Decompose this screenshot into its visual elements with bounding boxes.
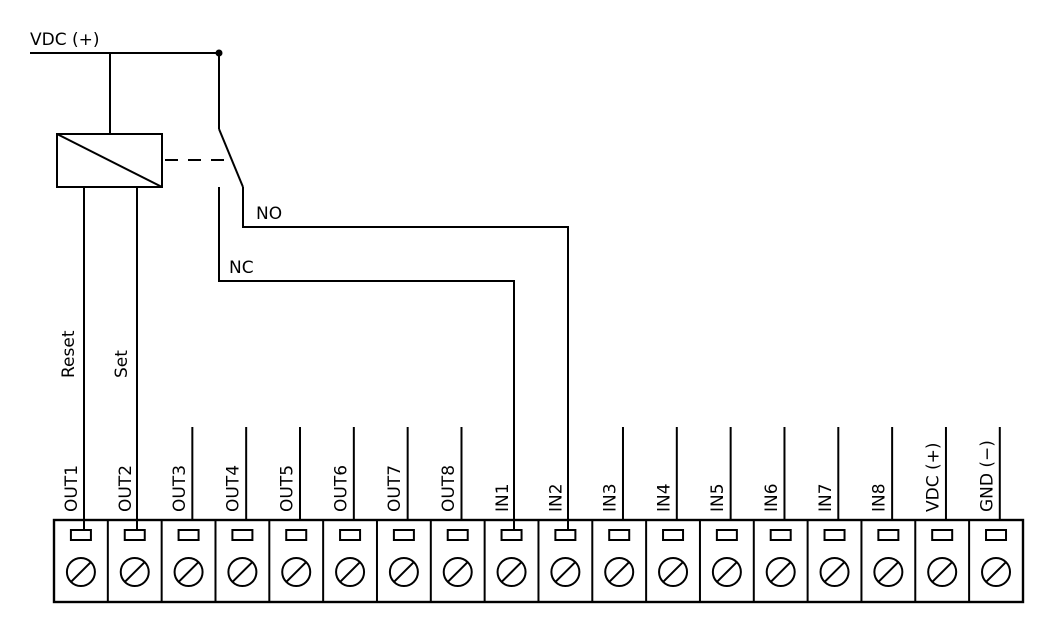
screw-icon bbox=[173, 557, 204, 587]
screw-slot bbox=[446, 561, 469, 583]
terminal-tab bbox=[69, 529, 92, 541]
screw-slot bbox=[662, 561, 684, 583]
no-label: NO bbox=[256, 204, 282, 224]
screw-slot bbox=[500, 561, 523, 583]
terminal-tab bbox=[715, 529, 738, 541]
screw-slot bbox=[285, 561, 308, 583]
terminal-tab bbox=[931, 529, 954, 541]
terminal-label: IN5 bbox=[708, 483, 728, 512]
screw-icon bbox=[119, 557, 150, 587]
terminal-label: IN7 bbox=[816, 483, 836, 512]
screw-icon bbox=[819, 557, 850, 587]
terminal-label: OUT3 bbox=[170, 465, 190, 512]
screw-slot bbox=[769, 561, 792, 583]
relay-coil bbox=[56, 133, 163, 188]
screw-slot bbox=[554, 561, 577, 583]
terminal-tab bbox=[339, 529, 362, 541]
terminal-label: IN4 bbox=[654, 483, 674, 512]
terminal-label: IN8 bbox=[870, 483, 890, 512]
terminal-tab bbox=[554, 529, 577, 541]
screw-icon bbox=[550, 557, 581, 587]
terminal-label: OUT8 bbox=[439, 465, 459, 512]
terminal-tab bbox=[123, 529, 146, 541]
switch-blade bbox=[218, 128, 244, 188]
terminal-tab bbox=[231, 529, 254, 541]
set-label: Set bbox=[112, 350, 132, 378]
terminal-label: IN3 bbox=[600, 483, 620, 512]
terminal-tab bbox=[446, 529, 469, 541]
screw-icon bbox=[765, 557, 796, 587]
screw-icon bbox=[442, 557, 473, 587]
terminal-label: OUT7 bbox=[385, 465, 405, 512]
screw-icon bbox=[981, 557, 1012, 587]
terminal-tab bbox=[769, 529, 792, 541]
terminal-group: OUT1 OUT2 OUT3 OUT4 OUT5 OUT6 OUT7 OUT8 IN1 IN2 IN… bbox=[62, 427, 1012, 602]
terminal-label: IN2 bbox=[547, 483, 567, 512]
screw-icon bbox=[927, 557, 958, 587]
screw-icon bbox=[281, 557, 312, 587]
nc-contact-wire bbox=[218, 187, 515, 531]
screw-slot bbox=[393, 561, 415, 583]
no-contact-wire bbox=[242, 187, 569, 531]
screw-slot bbox=[985, 561, 1007, 583]
screw-icon bbox=[65, 557, 96, 587]
screw-icon bbox=[873, 557, 904, 587]
terminal-tab bbox=[608, 529, 631, 541]
screw-slot bbox=[70, 561, 92, 583]
screw-slot bbox=[177, 561, 200, 583]
screw-icon bbox=[335, 557, 366, 587]
screw-icon bbox=[711, 557, 742, 587]
terminal-label: IN1 bbox=[493, 483, 513, 512]
screw-slot bbox=[339, 561, 361, 583]
nc-label: NC bbox=[229, 258, 254, 278]
screw-icon bbox=[496, 557, 527, 587]
screw-slot bbox=[823, 561, 846, 583]
screw-slot bbox=[931, 561, 953, 583]
terminal-tab bbox=[985, 529, 1008, 541]
terminal-label: OUT2 bbox=[116, 465, 136, 512]
screw-slot bbox=[608, 561, 631, 583]
screw-icon bbox=[388, 557, 419, 587]
screw-slot bbox=[716, 561, 738, 583]
terminal-tab bbox=[285, 529, 308, 541]
terminal-label: OUT5 bbox=[277, 465, 297, 512]
screw-slot bbox=[877, 561, 900, 583]
terminal-tab bbox=[177, 529, 200, 541]
terminal-label: OUT1 bbox=[62, 465, 82, 512]
screw-icon bbox=[604, 557, 635, 587]
terminal-tab bbox=[877, 529, 900, 541]
reset-label: Reset bbox=[59, 330, 79, 378]
terminal-label: OUT6 bbox=[331, 465, 351, 512]
terminal-label: VDC (+) bbox=[923, 442, 943, 512]
terminal-tab bbox=[662, 529, 685, 541]
terminal-label: OUT4 bbox=[224, 465, 244, 512]
screw-icon bbox=[658, 557, 689, 587]
terminal-label: GND (−) bbox=[977, 440, 997, 512]
supply-label: VDC (+) bbox=[30, 30, 100, 50]
terminal-tab bbox=[500, 529, 523, 541]
screw-slot bbox=[231, 561, 254, 583]
screw-icon bbox=[227, 557, 258, 587]
terminal-tab bbox=[392, 529, 415, 541]
relay-coil-diagonal bbox=[56, 133, 163, 188]
screw-slot bbox=[123, 561, 146, 583]
terminal-label: IN6 bbox=[762, 483, 782, 512]
terminal-tab bbox=[823, 529, 846, 541]
